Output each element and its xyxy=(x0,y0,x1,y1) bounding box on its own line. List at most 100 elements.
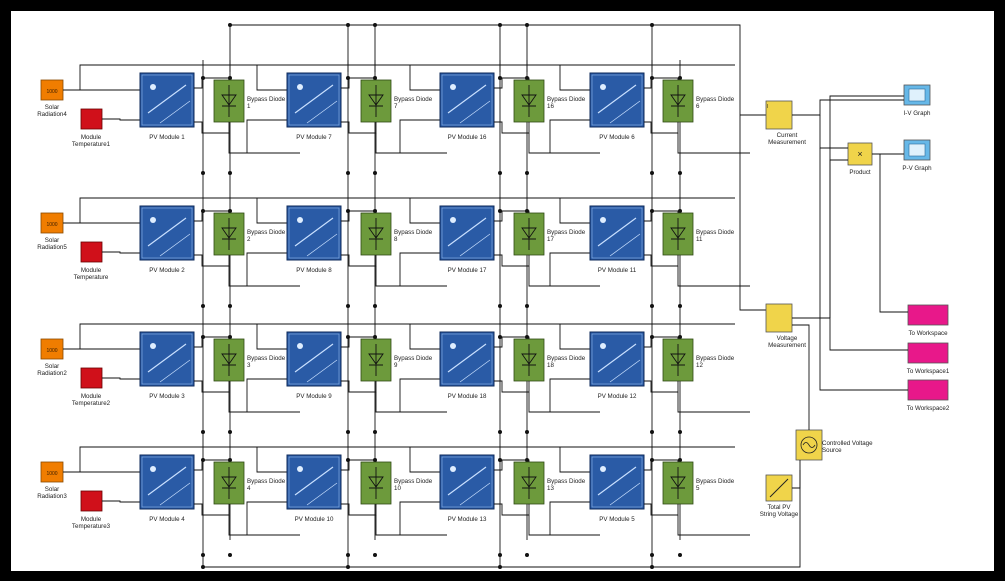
current-measurement-port: I xyxy=(767,104,768,110)
pv-module-glare xyxy=(597,343,637,373)
module-temp-feed xyxy=(549,378,590,412)
product-to-ws xyxy=(872,153,908,313)
pv-module xyxy=(139,205,195,261)
pv-sun-icon xyxy=(600,343,606,349)
radiation-wire xyxy=(63,323,735,350)
diode-symbol-icon xyxy=(368,218,384,250)
diode-symbol-icon xyxy=(521,467,537,499)
diode-symbol-icon xyxy=(221,218,237,250)
pv-module-glare xyxy=(147,217,187,247)
string-wire xyxy=(375,133,447,154)
pv-module-panel xyxy=(439,331,495,387)
module-minus-wire xyxy=(194,380,230,393)
controlled-voltage-source-block xyxy=(795,429,823,461)
junction-dot xyxy=(228,171,232,175)
string-wire xyxy=(528,133,600,154)
junction-dot xyxy=(525,430,529,434)
pv-module xyxy=(286,331,342,387)
module-temp-feed xyxy=(399,501,440,535)
module-temp-feed xyxy=(549,501,590,535)
pv-module-label: PV Module 17 xyxy=(448,267,487,274)
junction-dot xyxy=(498,23,502,27)
pv-module-sheen xyxy=(591,456,643,508)
pv-module-glare xyxy=(159,233,191,257)
pv-module-label: PV Module 5 xyxy=(599,516,635,523)
module-feed xyxy=(256,324,287,350)
scope-screen-icon xyxy=(908,143,926,157)
pv-module-panel xyxy=(139,72,195,128)
pv-module xyxy=(139,454,195,510)
pv-sun-icon xyxy=(150,84,156,90)
pv-module-glare xyxy=(447,343,487,373)
pv-sun-icon xyxy=(150,343,156,349)
string-wire xyxy=(228,133,300,154)
module-temp-feed xyxy=(399,119,440,153)
pv-module-label: PV Module 8 xyxy=(296,267,332,274)
pv-module-glare xyxy=(159,482,191,506)
current-to-product xyxy=(819,115,848,149)
pv-module xyxy=(439,331,495,387)
module-plus-wire xyxy=(194,210,230,222)
string-wire xyxy=(228,515,300,536)
pv-module-glare xyxy=(306,359,338,383)
module-plus-wire xyxy=(494,210,530,222)
pv-module-panel xyxy=(589,72,645,128)
module-temp-feed xyxy=(246,119,287,153)
pv-module-sheen xyxy=(288,456,340,508)
pv-module-sheen xyxy=(591,74,643,126)
product-label: Product xyxy=(849,169,871,176)
module-temp-feed xyxy=(246,501,287,535)
module-feed xyxy=(256,65,287,91)
module-minus-wire xyxy=(644,503,679,516)
junction-dot xyxy=(201,304,205,308)
junction-dot xyxy=(525,23,529,27)
pv-module-panel xyxy=(439,454,495,510)
module-plus-wire xyxy=(494,459,530,471)
junction-dot xyxy=(498,458,502,462)
junction-dot xyxy=(201,171,205,175)
junction-dot xyxy=(525,171,529,175)
pv-module-sheen xyxy=(141,456,193,508)
diode-symbol-icon xyxy=(521,344,537,376)
pv-module-panel xyxy=(589,454,645,510)
pv-module-sheen xyxy=(591,207,643,259)
module-feed xyxy=(409,324,440,350)
junction-dot xyxy=(346,553,350,557)
pv-sun-icon xyxy=(150,217,156,223)
junction-dot xyxy=(650,171,654,175)
string-wire xyxy=(375,392,447,413)
to-workspace2-label: To Workspace2 xyxy=(907,405,950,412)
junction-dot xyxy=(650,430,654,434)
module-minus-wire xyxy=(644,121,679,134)
module-temp-feed xyxy=(549,252,590,286)
pv-module-glare xyxy=(609,359,641,383)
junction-dot xyxy=(228,430,232,434)
pv-module-glare xyxy=(597,84,637,114)
pv-module-label: PV Module 7 xyxy=(296,134,332,141)
module-minus-wire xyxy=(494,503,530,516)
string-wire xyxy=(677,266,750,287)
module-minus-wire xyxy=(494,121,530,134)
module-feed xyxy=(409,447,440,473)
diode-symbol-icon xyxy=(670,218,686,250)
junction-dot xyxy=(650,23,654,27)
module-temperature-block xyxy=(80,241,103,263)
diode-symbol-icon xyxy=(521,218,537,250)
module-minus-wire xyxy=(644,254,679,267)
module-feed xyxy=(409,65,440,91)
pv-sun-icon xyxy=(450,217,456,223)
pv-sun-icon xyxy=(297,84,303,90)
junction-dot xyxy=(678,171,682,175)
pv-module-panel xyxy=(439,72,495,128)
pv-module-glare xyxy=(147,84,187,114)
